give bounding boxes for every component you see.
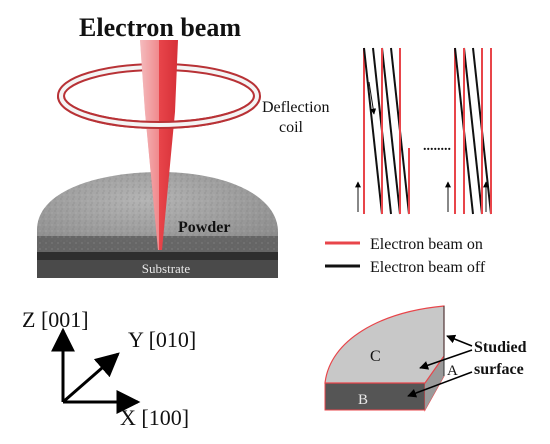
legend-label-on: Electron beam on [370,236,483,253]
studied-arrow [446,334,473,347]
z-axis-label: Z [001] [22,307,89,332]
substrate-label: Substrate [142,261,191,276]
scan-off-line [463,47,483,215]
sample-face-c [324,305,445,384]
electron-beam-highlight [140,40,159,250]
face-a-label: A [447,363,458,379]
legend-label-off: Electron beam off [370,259,486,276]
sample-quarter: C A B Studied surface [324,305,527,412]
sample-face-b [324,382,426,411]
face-c-label: C [370,348,381,365]
deflection-coil-front-highlight [59,95,259,127]
face-b-label: B [358,392,368,408]
coil-label-line1: Deflection [262,99,330,116]
beam-setup: Electron beam Substrate Deflection coil … [37,13,330,278]
scan-ellipsis: ........ [423,139,451,154]
studied-arrow [407,371,473,398]
coil-label-line2: coil [279,119,304,136]
scan-off-line [363,47,383,215]
studied-arrow [419,349,473,370]
scan-off-line [381,47,401,215]
crystal-axes: Z [001] Y [010] X [100] [22,307,196,430]
beam-title: Electron beam [79,13,241,42]
scan-pattern: ........ [355,47,492,215]
scan-legend: Electron beam on Electron beam off [325,236,486,276]
studied-label-line1: Studied [474,339,527,356]
powder-label: Powder [178,219,230,236]
substrate-top-edge [37,252,278,260]
scan-down-arrow [368,81,377,115]
y-axis-arrow [62,352,120,404]
x-axis-label: X [100] [120,405,189,430]
y-axis-label: Y [010] [128,327,196,352]
studied-label-line2: surface [474,361,524,378]
